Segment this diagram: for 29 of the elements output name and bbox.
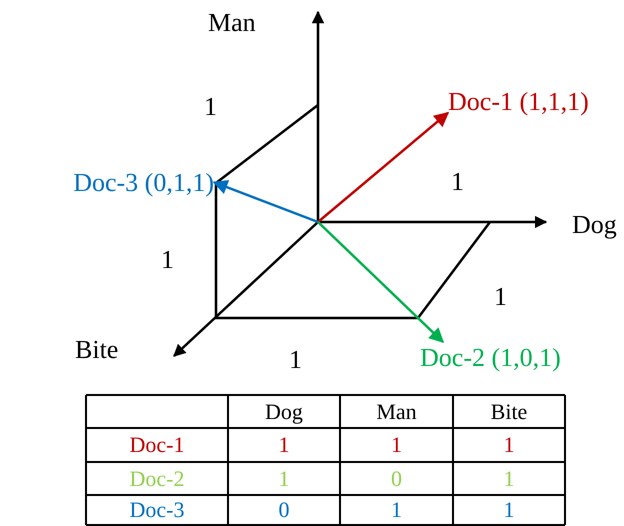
axis-label: Dog (572, 210, 617, 240)
axis-label: Bite (75, 335, 118, 365)
table-header: Doc-2 (128, 465, 186, 493)
table-value: 1 (502, 431, 516, 459)
unit-label: 1 (161, 245, 174, 275)
table-value: 0 (390, 465, 403, 493)
table-header: Dog (264, 398, 304, 426)
table-value: 1 (278, 431, 290, 459)
vector-label: Doc-2 (1,0,1) (420, 342, 561, 374)
table-value: 1 (390, 431, 403, 459)
axis-label: Man (208, 8, 256, 38)
vector-arrow (317, 221, 444, 344)
unit-label: 1 (289, 345, 302, 375)
table-value: 1 (390, 496, 403, 524)
vector-arrow (212, 180, 318, 224)
table-header: Man (375, 398, 418, 426)
vector-arrow (317, 112, 450, 223)
table-value: 1 (278, 465, 290, 493)
vector-label: Doc-1 (1,1,1) (448, 86, 589, 118)
vector-label: Doc-3 (0,1,1) (73, 167, 214, 199)
unit-label: 1 (204, 92, 217, 122)
table-value: 1 (502, 496, 516, 524)
table-header: Doc-1 (128, 431, 186, 459)
unit-label: 1 (451, 167, 464, 197)
table-value: 0 (278, 496, 290, 524)
unit-label: 1 (494, 282, 507, 312)
table-value: 1 (502, 465, 516, 493)
table-header: Bite (490, 398, 528, 426)
table-header: Doc-3 (128, 496, 186, 524)
